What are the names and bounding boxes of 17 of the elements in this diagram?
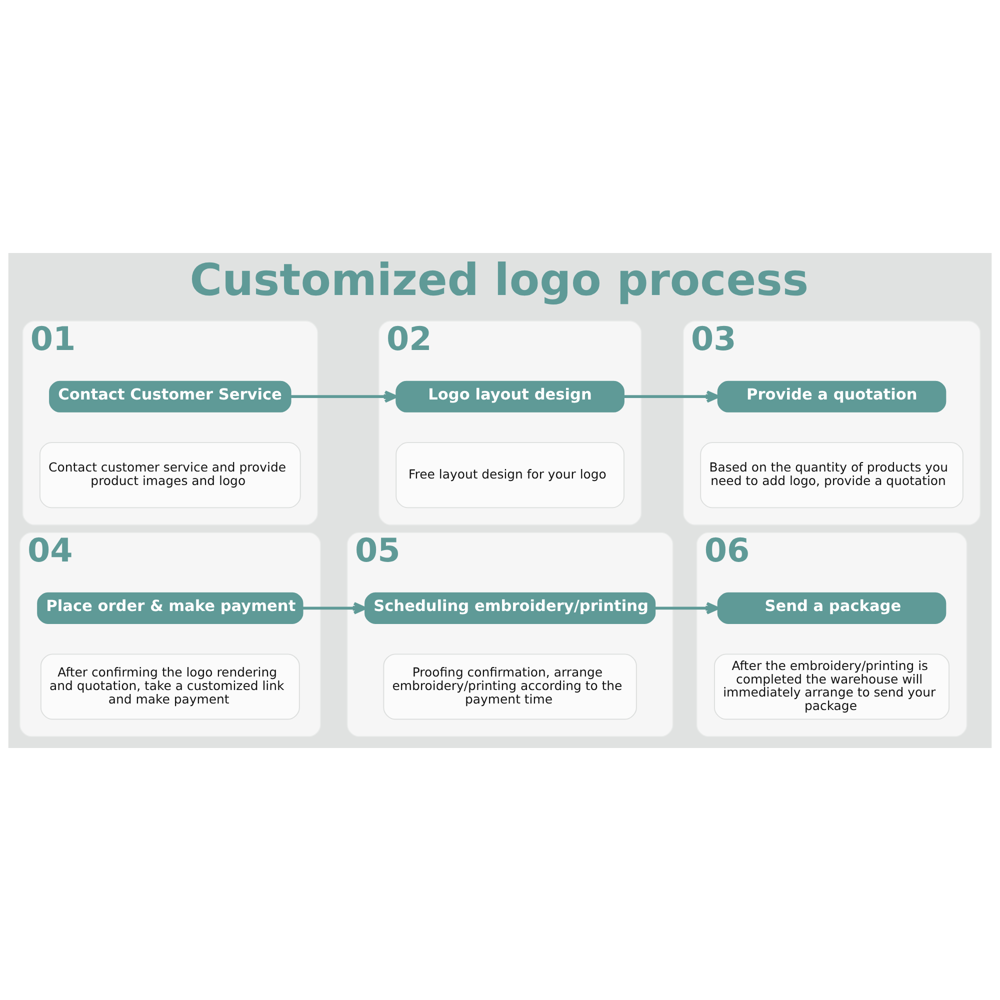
- node-box: Free layout design for your logo: [396, 442, 624, 508]
- node-box: After the embroidery/printing is completed the warehouse will immediately arrange to send your package: [714, 653, 950, 720]
- node-box: Contact Customer Service: [49, 380, 292, 412]
- arrow: [290, 390, 398, 402]
- node-box: Scheduling embroidery/printing: [364, 592, 656, 624]
- arrow: [655, 602, 720, 614]
- node-box: Based on the quantity of products you need to add logo, provide a quotation: [700, 442, 964, 508]
- node-box: Provide a quotation: [717, 380, 946, 412]
- node-box: Contact customer service and provide product images and logo: [39, 442, 301, 508]
- arrow: [302, 602, 366, 614]
- node-box: Proofing confirmation, arrange embroidery/printing according to the payment time: [383, 653, 637, 720]
- node-box: Place order & make payment: [37, 592, 304, 624]
- diagram-title: Customized logo process: [190, 254, 809, 306]
- node-box: Logo layout design: [396, 380, 624, 412]
- node-box: After confirming the logo rendering and quotation, take a customized link and make payment: [40, 653, 300, 720]
- node-box: Send a package: [717, 592, 946, 624]
- arrow: [624, 390, 720, 402]
